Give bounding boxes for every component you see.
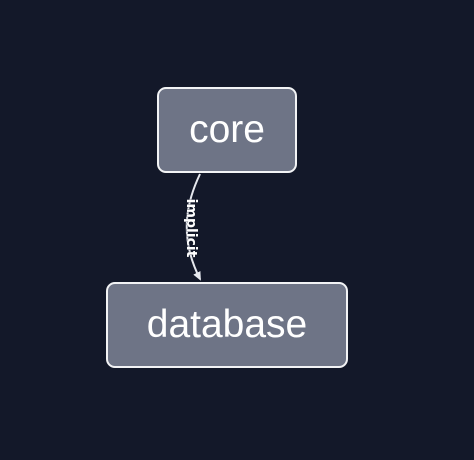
edge-label-implicit: implicit (183, 199, 199, 258)
node-core[interactable]: core (157, 87, 297, 173)
node-database-label: database (146, 303, 308, 346)
edge-core-to-database (185, 173, 201, 281)
node-database[interactable]: database (106, 282, 348, 368)
node-core-label: core (189, 108, 265, 151)
